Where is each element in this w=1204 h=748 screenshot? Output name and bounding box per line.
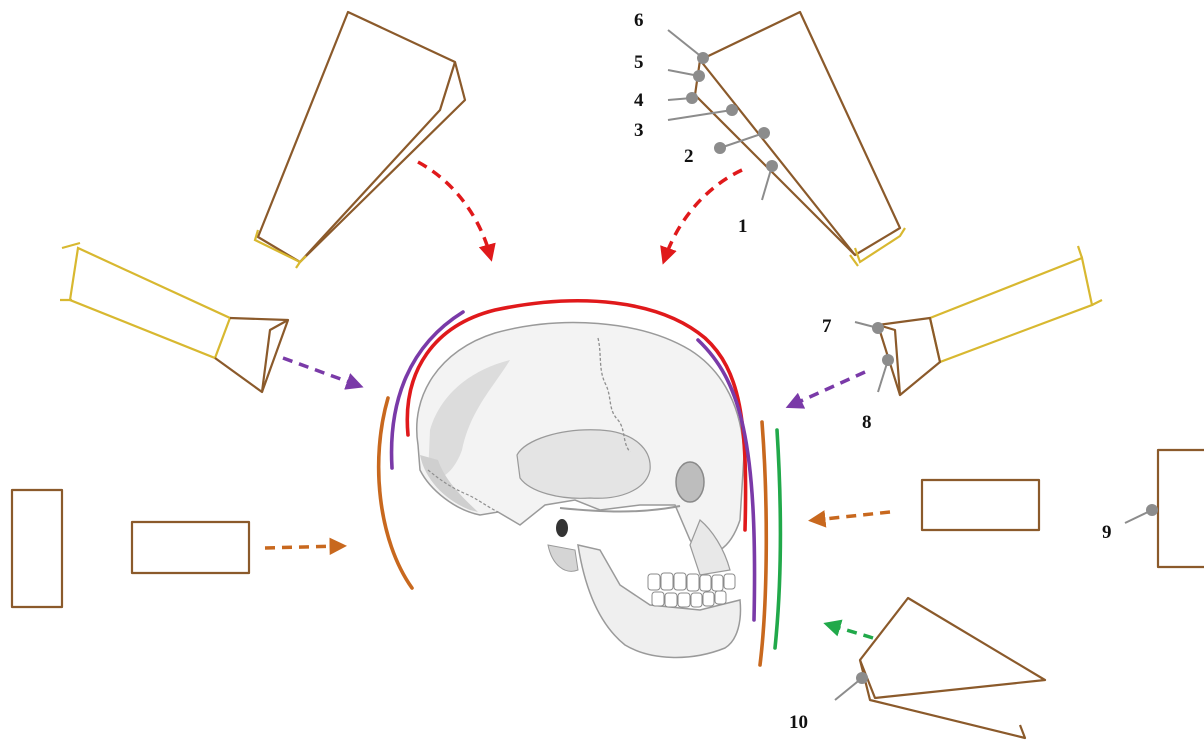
bottom-right-head (860, 598, 1045, 738)
marker-pointers (668, 30, 1158, 700)
right-rectangles (922, 450, 1204, 567)
red-arrow-right (665, 170, 742, 258)
green-line (775, 430, 781, 648)
label-2: 2 (684, 146, 694, 167)
orange-arrow-left (265, 546, 340, 548)
label-10: 10 (789, 712, 808, 733)
label-4: 4 (634, 90, 644, 111)
right-angled-head (878, 246, 1102, 395)
label-5: 5 (634, 52, 644, 73)
left-angled-head (60, 243, 288, 392)
skull-illustration (417, 323, 744, 658)
purple-arrow-left (283, 358, 357, 385)
label-1: 1 (738, 216, 748, 237)
green-arrow (830, 625, 873, 638)
left-rectangles (12, 490, 249, 607)
top-left-head (255, 12, 465, 268)
label-7: 7 (822, 316, 832, 337)
orange-arrow-right (815, 512, 890, 520)
red-arrow-left (418, 162, 490, 255)
label-8: 8 (862, 412, 872, 433)
label-3: 3 (634, 120, 644, 141)
label-6: 6 (634, 10, 644, 31)
orange-line-right (760, 422, 766, 665)
top-right-head (695, 12, 905, 266)
purple-arrow-right (792, 372, 865, 405)
label-9: 9 (1102, 522, 1112, 543)
